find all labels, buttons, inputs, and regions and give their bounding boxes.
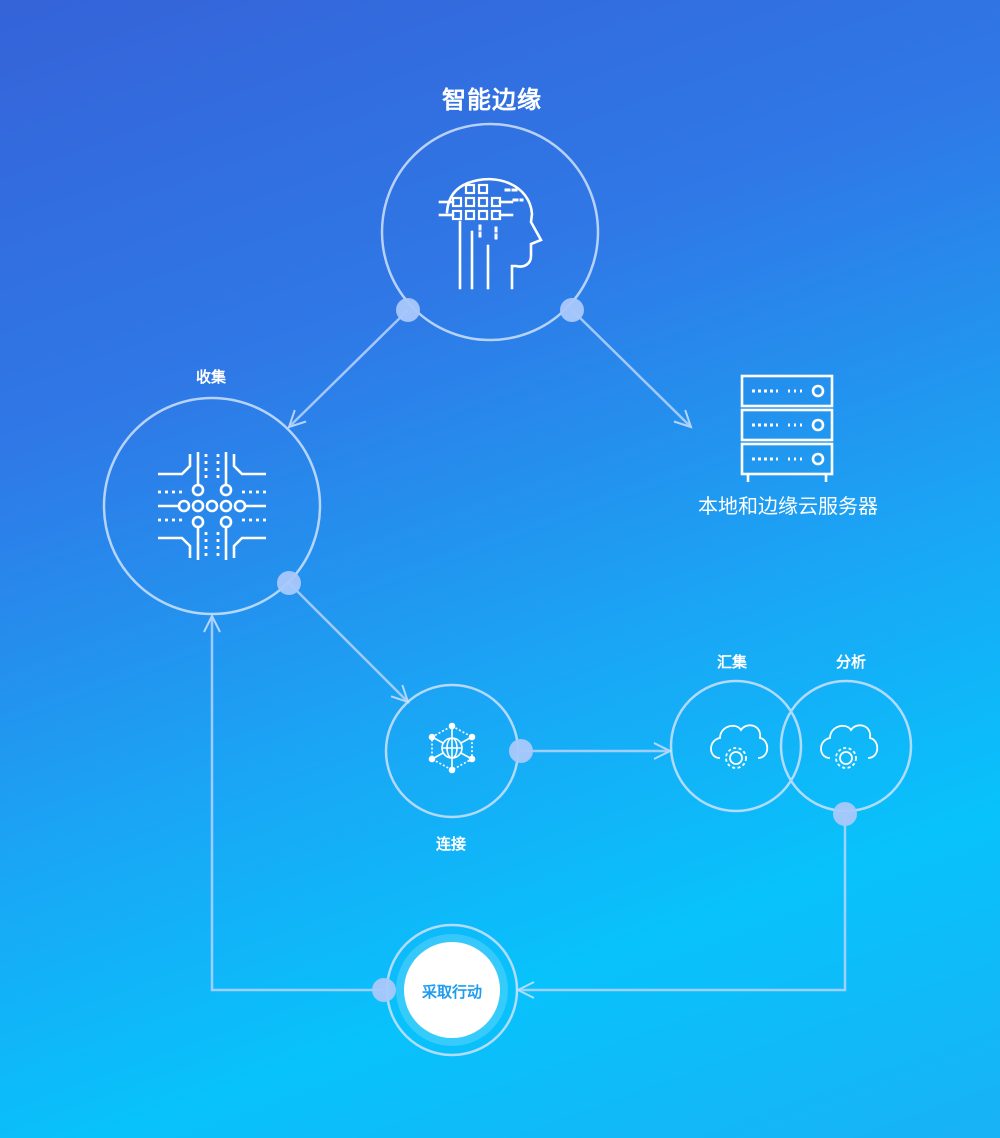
connector-action-to-collect	[212, 616, 384, 992]
connector-brain-to-collect	[289, 309, 409, 427]
action-label: 采取行动	[421, 983, 482, 1001]
collect-node-circle	[102, 396, 322, 616]
analyze-label: 分析	[835, 653, 866, 671]
connector-collect-to-connect	[288, 582, 408, 702]
page-title: 智能边缘	[442, 86, 542, 114]
connector-analyze-to-action	[518, 814, 847, 990]
ai-head-icon	[438, 177, 543, 290]
aggregate-label: 汇集	[716, 653, 747, 671]
circuit-chip-icon	[158, 452, 266, 560]
aggregate-node-circle	[669, 679, 803, 813]
connector-dot	[277, 571, 301, 595]
connect-label: 连接	[435, 835, 466, 853]
connector-dot	[833, 802, 857, 826]
connector-brain-to-server	[571, 309, 691, 427]
action-node-fill	[404, 942, 500, 1038]
server-label: 本地和边缘云服务器	[698, 494, 878, 518]
connector-dot	[396, 298, 420, 322]
cloud-gear-icon	[710, 724, 769, 769]
connector-dot	[509, 739, 533, 763]
server-rack-icon	[740, 374, 834, 482]
brain-node-circle	[380, 122, 600, 342]
connector-dot	[560, 298, 584, 322]
cloud-gear-icon	[820, 724, 879, 769]
connector-dot	[372, 978, 396, 1002]
globe-network-icon	[428, 722, 476, 774]
collect-label: 收集	[195, 368, 226, 386]
